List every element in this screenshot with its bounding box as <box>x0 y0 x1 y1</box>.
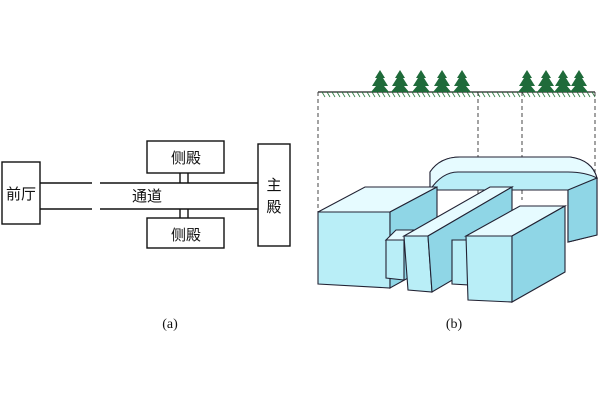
tree-icon <box>433 70 451 92</box>
grass-stroke <box>461 91 466 98</box>
grass-stroke <box>366 91 371 98</box>
grass-stroke <box>371 91 376 98</box>
grass-stroke <box>361 91 366 98</box>
grass-stroke <box>451 91 456 98</box>
tree-icon <box>391 70 409 92</box>
grass-stroke <box>591 91 596 98</box>
grass-stroke <box>541 91 546 98</box>
tree-icon <box>412 70 430 92</box>
tree-icon <box>554 70 572 92</box>
grass-stroke <box>526 91 531 98</box>
grass-stroke <box>401 91 406 98</box>
grass-stroke <box>486 91 491 98</box>
front-hall-block <box>384 229 416 281</box>
grass-stroke <box>466 91 471 98</box>
grass-stroke <box>546 91 551 98</box>
grass-stroke <box>376 91 381 98</box>
tree-icon <box>453 70 471 92</box>
grass-stroke <box>481 91 486 98</box>
grass-stroke <box>351 91 356 98</box>
grass-stroke <box>551 91 556 98</box>
grass-stroke <box>521 91 526 98</box>
grass-stroke <box>581 91 586 98</box>
main-hall-box <box>257 143 291 247</box>
tree-icon <box>570 70 588 92</box>
tree-icon <box>371 70 389 92</box>
main-hall-label-line1: 主 <box>266 176 281 194</box>
side-hall-bottom-label: 侧殿 <box>171 226 201 244</box>
grass-stroke <box>346 91 351 98</box>
grass-stroke <box>536 91 541 98</box>
plan-diagram-a <box>1 140 291 249</box>
side-hall-top-label: 侧殿 <box>171 149 201 167</box>
section-diagram-b <box>317 70 598 303</box>
grass-stroke <box>511 91 516 98</box>
tree-icon <box>537 70 555 92</box>
grass-stroke <box>421 91 426 98</box>
side-hall-top-box <box>146 140 225 174</box>
grass-stroke <box>336 91 341 98</box>
grass-stroke <box>571 91 576 98</box>
front-hall-box <box>1 161 41 225</box>
grass-stroke <box>471 91 476 98</box>
grass-stroke <box>566 91 571 98</box>
grass-stroke <box>576 91 581 98</box>
grass-stroke <box>501 91 506 98</box>
grass-stroke <box>391 91 396 98</box>
grass-stroke <box>411 91 416 98</box>
grass-stroke <box>406 91 411 98</box>
grass-stroke <box>446 91 451 98</box>
grass-stroke <box>441 91 446 98</box>
grass-stroke <box>556 91 561 98</box>
tree-icon <box>518 70 536 92</box>
grass-stroke <box>586 91 591 98</box>
grass-stroke <box>496 91 501 98</box>
caption-b: (b) <box>446 317 463 332</box>
grass-stroke <box>516 91 521 98</box>
grass-stroke <box>341 91 346 98</box>
right-side-hall-block <box>463 205 568 303</box>
tree-group <box>371 70 588 92</box>
grass-stroke <box>426 91 431 98</box>
grass-stroke <box>416 91 421 98</box>
grass-stroke <box>381 91 386 98</box>
grass-hatch <box>321 91 596 98</box>
caption-a: (a) <box>162 317 178 332</box>
main-hall-block <box>429 156 598 243</box>
grass-stroke <box>561 91 566 98</box>
grass-stroke <box>531 91 536 98</box>
grass-stroke <box>321 91 326 98</box>
main-hall-label-line2: 殿 <box>266 198 281 216</box>
grass-stroke <box>506 91 511 98</box>
grass-stroke <box>386 91 391 98</box>
grass-stroke <box>476 91 481 98</box>
grass-stroke <box>431 91 436 98</box>
side-hall-bottom-box <box>146 217 225 249</box>
grass-stroke <box>356 91 361 98</box>
grass-stroke <box>326 91 331 98</box>
grass-stroke <box>396 91 401 98</box>
passage-label: 通道 <box>132 187 162 205</box>
grass-stroke <box>331 91 336 98</box>
front-hall-label: 前厅 <box>6 185 36 203</box>
grass-stroke <box>491 91 496 98</box>
grass-stroke <box>456 91 461 98</box>
grass-stroke <box>436 91 441 98</box>
